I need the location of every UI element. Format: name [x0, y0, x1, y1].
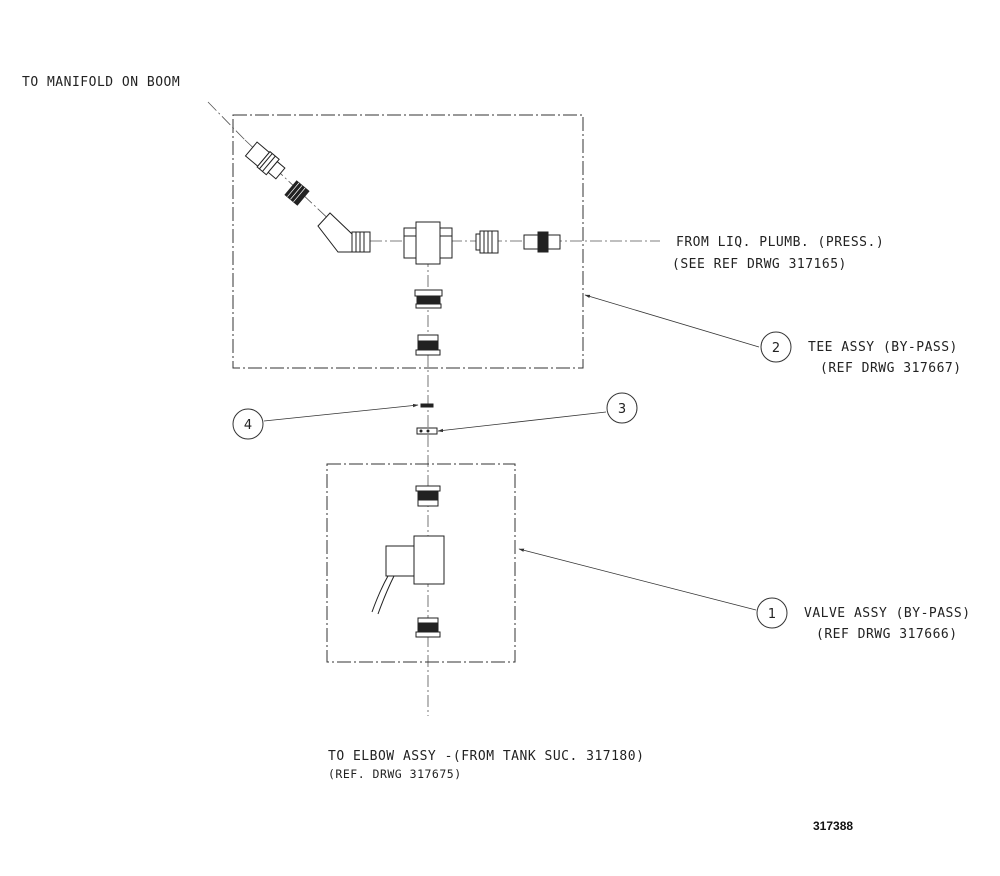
label-from-liq-ref: (SEE REF DRWG 317165): [672, 257, 847, 272]
callout-2-number: 2: [772, 341, 780, 356]
callout-3-bubble: [606, 392, 638, 424]
callout-1-bubble: [756, 597, 788, 629]
fitting-tee-adapter: [415, 334, 441, 356]
callout-2-bubble: [760, 331, 792, 363]
callout-4-leader: [263, 403, 419, 422]
tee-assy-box: [232, 114, 584, 369]
label-tee-assy: TEE ASSY (BY-PASS): [808, 340, 958, 355]
part-gasket: [420, 403, 434, 408]
fitting-bushing: [475, 230, 499, 254]
callout-1-number: 1: [768, 607, 776, 622]
fitting-hex-nipple: [244, 141, 286, 180]
callout-3-leader: [437, 411, 607, 433]
callout-2-leader: [584, 294, 760, 348]
fitting-threaded-coupling: [284, 180, 310, 206]
label-valve-assy: VALVE ASSY (BY-PASS): [804, 606, 971, 621]
valve-body: [371, 535, 445, 615]
fitting-valve-adapter-top: [415, 485, 441, 507]
label-to-manifold: TO MANIFOLD ON BOOM: [22, 75, 180, 90]
callout-4-bubble: [232, 408, 264, 440]
label-to-elbow-assy: TO ELBOW ASSY -(FROM TANK SUC. 317180): [328, 749, 644, 764]
manifold-leader: [207, 101, 246, 141]
label-tee-ref: (REF DRWG 317667): [820, 361, 962, 376]
fitting-hose-barb: [523, 231, 561, 253]
drawing-number: 317388: [813, 819, 853, 833]
fitting-tee-nipple: [414, 289, 443, 309]
fitting-valve-adapter-bottom: [415, 617, 441, 638]
label-elbow-ref: (REF. DRWG 317675): [328, 767, 462, 781]
label-valve-ref: (REF DRWG 317666): [816, 627, 958, 642]
tee-body: [403, 221, 453, 265]
label-from-liq-plumb: FROM LIQ. PLUMB. (PRESS.): [676, 235, 884, 250]
part-clamp: [416, 427, 438, 435]
callout-3-number: 3: [618, 402, 626, 417]
fitting-45-elbow: [317, 212, 371, 253]
valve-assy-box: [326, 463, 516, 663]
callout-1-leader: [518, 548, 757, 611]
callout-4-number: 4: [244, 418, 252, 433]
